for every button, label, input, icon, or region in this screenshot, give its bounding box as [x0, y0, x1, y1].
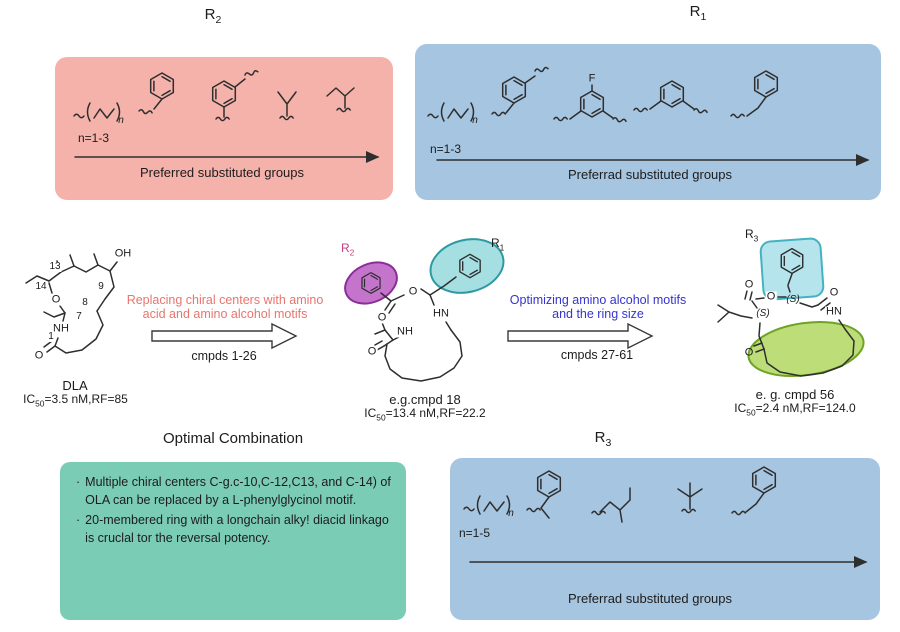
r3-highlight-box	[759, 237, 825, 301]
r1-caption: Preferrad substituted groups	[567, 167, 733, 182]
r1-n-subscript: n	[472, 115, 478, 126]
r3-n-range: n=1-5	[459, 526, 491, 540]
cmpd56-stereo-s2-label: (S)	[756, 308, 770, 319]
optimal-note-item-2: · 20-membered ring with a longchain alky…	[76, 512, 394, 547]
step2-cmpds-range: cmpds 27-61	[560, 348, 634, 362]
r1-structures	[427, 66, 870, 166]
r2-caption: Preferred substituted groups	[139, 165, 305, 180]
dla-c8-number: 8	[81, 297, 89, 308]
step2-arrow	[507, 322, 654, 350]
cmpd56-r3-sub: 3	[753, 233, 759, 244]
r1-highlight-ellipse	[429, 238, 505, 294]
r3-n-subscript: n	[508, 508, 514, 519]
dla-nh-label: NH	[52, 322, 70, 335]
cmpd56-hn-label: HN	[825, 305, 843, 318]
r2-panel-title: R2	[191, 6, 235, 26]
cmpd18-carbonyl-o-label: O	[376, 311, 388, 324]
cmpd56-top-o-label: O	[743, 278, 755, 291]
cmpd56-bottom-o-label: O	[744, 346, 754, 359]
r1-title-sub: 1	[700, 11, 707, 23]
r1-panel-title: R1	[676, 3, 720, 23]
cmpd18-valine-o-label: O	[366, 345, 378, 358]
r2-n-range: n=1-3	[78, 131, 110, 145]
step1-text-line2: acid and amino alcohol motifs	[142, 307, 308, 321]
r1-n-range: n=1-3	[430, 142, 462, 156]
cmpd56-structure	[717, 247, 855, 377]
optimal-note-item-1: · Multiple chiral centers C-g.c-10,C-12,…	[76, 474, 394, 509]
cmpd56-ic-rest: =2.4 nM,RF=124.0	[755, 401, 856, 415]
cmpd56-ester-o-label: O	[765, 290, 777, 303]
dla-ic50: IC50=3.5 nM,RF=85	[3, 392, 148, 409]
cmpd18-r1-base: R	[491, 236, 500, 250]
cmpd56-right-o-label: O	[828, 286, 840, 299]
cmpd18-name: e.g.cmpd 18	[389, 392, 461, 407]
cmpd18-ester-o-label: O	[407, 285, 419, 298]
cmpd18-ic-base: IC	[364, 406, 377, 420]
cmpd56-ic-sub: 50	[746, 407, 756, 418]
cmpd56-r3-label: R3	[745, 227, 758, 244]
dla-ester-o-label: O	[50, 293, 62, 306]
cmpd18-ic50: IC50=13.4 nM,RF=22.2	[330, 406, 520, 423]
r3-title-base: R	[594, 429, 606, 446]
optimal-notes: · Multiple chiral centers C-g.c-10,C-12,…	[76, 474, 394, 550]
dla-c13-number: 13	[48, 261, 62, 272]
cmpd18-r2-label: R2	[341, 241, 354, 258]
step2-text-line2: and the ring size	[552, 307, 644, 321]
cmpd56-stereo-s1-label: (S)	[786, 294, 800, 305]
cmpd18-ic-rest: =13.4 nM,RF=22.2	[385, 406, 486, 420]
dla-ic-rest: =3.5 nM,RF=85	[44, 392, 128, 406]
optimal-title: Optimal Combination	[162, 430, 304, 447]
step1-text-line1: Replacing chiral centers with amino	[126, 293, 324, 307]
dla-c1-number: 1	[47, 331, 55, 342]
r2-highlight-blob	[344, 261, 398, 305]
bullet-marker: ·	[76, 513, 81, 527]
highlights	[344, 237, 865, 377]
r2-title-base: R	[204, 6, 216, 23]
dla-structure	[25, 253, 118, 354]
cmpd18-hn-label: HN	[432, 307, 450, 320]
step1-cmpds-range: cmpds 1-26	[191, 349, 257, 363]
dla-c7-number: 7	[75, 311, 83, 322]
bullet-text-2: 20-membered ring with a longchain alky! …	[85, 513, 389, 545]
r3-title-sub: 3	[605, 437, 612, 449]
r2-title-sub: 2	[215, 14, 222, 26]
dla-name: DLA	[62, 378, 88, 393]
step2-text-line1: Optimizing amino alcohol motifs	[509, 293, 687, 307]
r3-caption: Preferrad substituted groups	[567, 591, 733, 606]
r3-panel-title: R3	[581, 429, 625, 449]
r3-structures	[463, 466, 868, 568]
r1-title-base: R	[689, 3, 701, 20]
r1-panel	[415, 44, 881, 200]
cmpd18-r2-sub: 2	[349, 247, 355, 258]
cmpd56-r3-base: R	[745, 227, 754, 241]
r2-n-subscript: n	[118, 115, 124, 126]
cmpd18-r1-label: R1	[491, 236, 504, 253]
cmpd56-name: e. g. cmpd 56	[755, 387, 835, 402]
cmpd56-ic50: IC50=2.4 nM,RF=124.0	[705, 401, 885, 418]
dla-carbonyl-o-label: O	[33, 349, 45, 362]
bullet-text-1: Multiple chiral centers C-g.c-10,C-12,C1…	[85, 475, 391, 507]
cmpd18-structure	[361, 253, 481, 382]
step1-arrow	[151, 322, 298, 350]
dla-c14-number: 14	[34, 281, 48, 292]
dla-ic-base: IC	[23, 392, 36, 406]
bullet-marker: ·	[76, 475, 81, 489]
cmpd18-ic-sub: 50	[376, 412, 386, 423]
r3-panel	[450, 458, 880, 620]
cmpd56-ic-base: IC	[734, 401, 747, 415]
dla-ic-sub: 50	[35, 398, 45, 409]
cmpd18-nh-label: NH	[396, 325, 414, 338]
r2-structures	[73, 69, 380, 163]
cmpd18-r2-base: R	[341, 241, 350, 255]
dla-c9-number: 9	[97, 281, 105, 292]
cmpd18-r1-sub: 1	[499, 242, 505, 253]
optimal-panel	[60, 462, 406, 620]
dla-oh-label: OH	[113, 247, 133, 260]
fluorine-label: F	[588, 72, 596, 85]
